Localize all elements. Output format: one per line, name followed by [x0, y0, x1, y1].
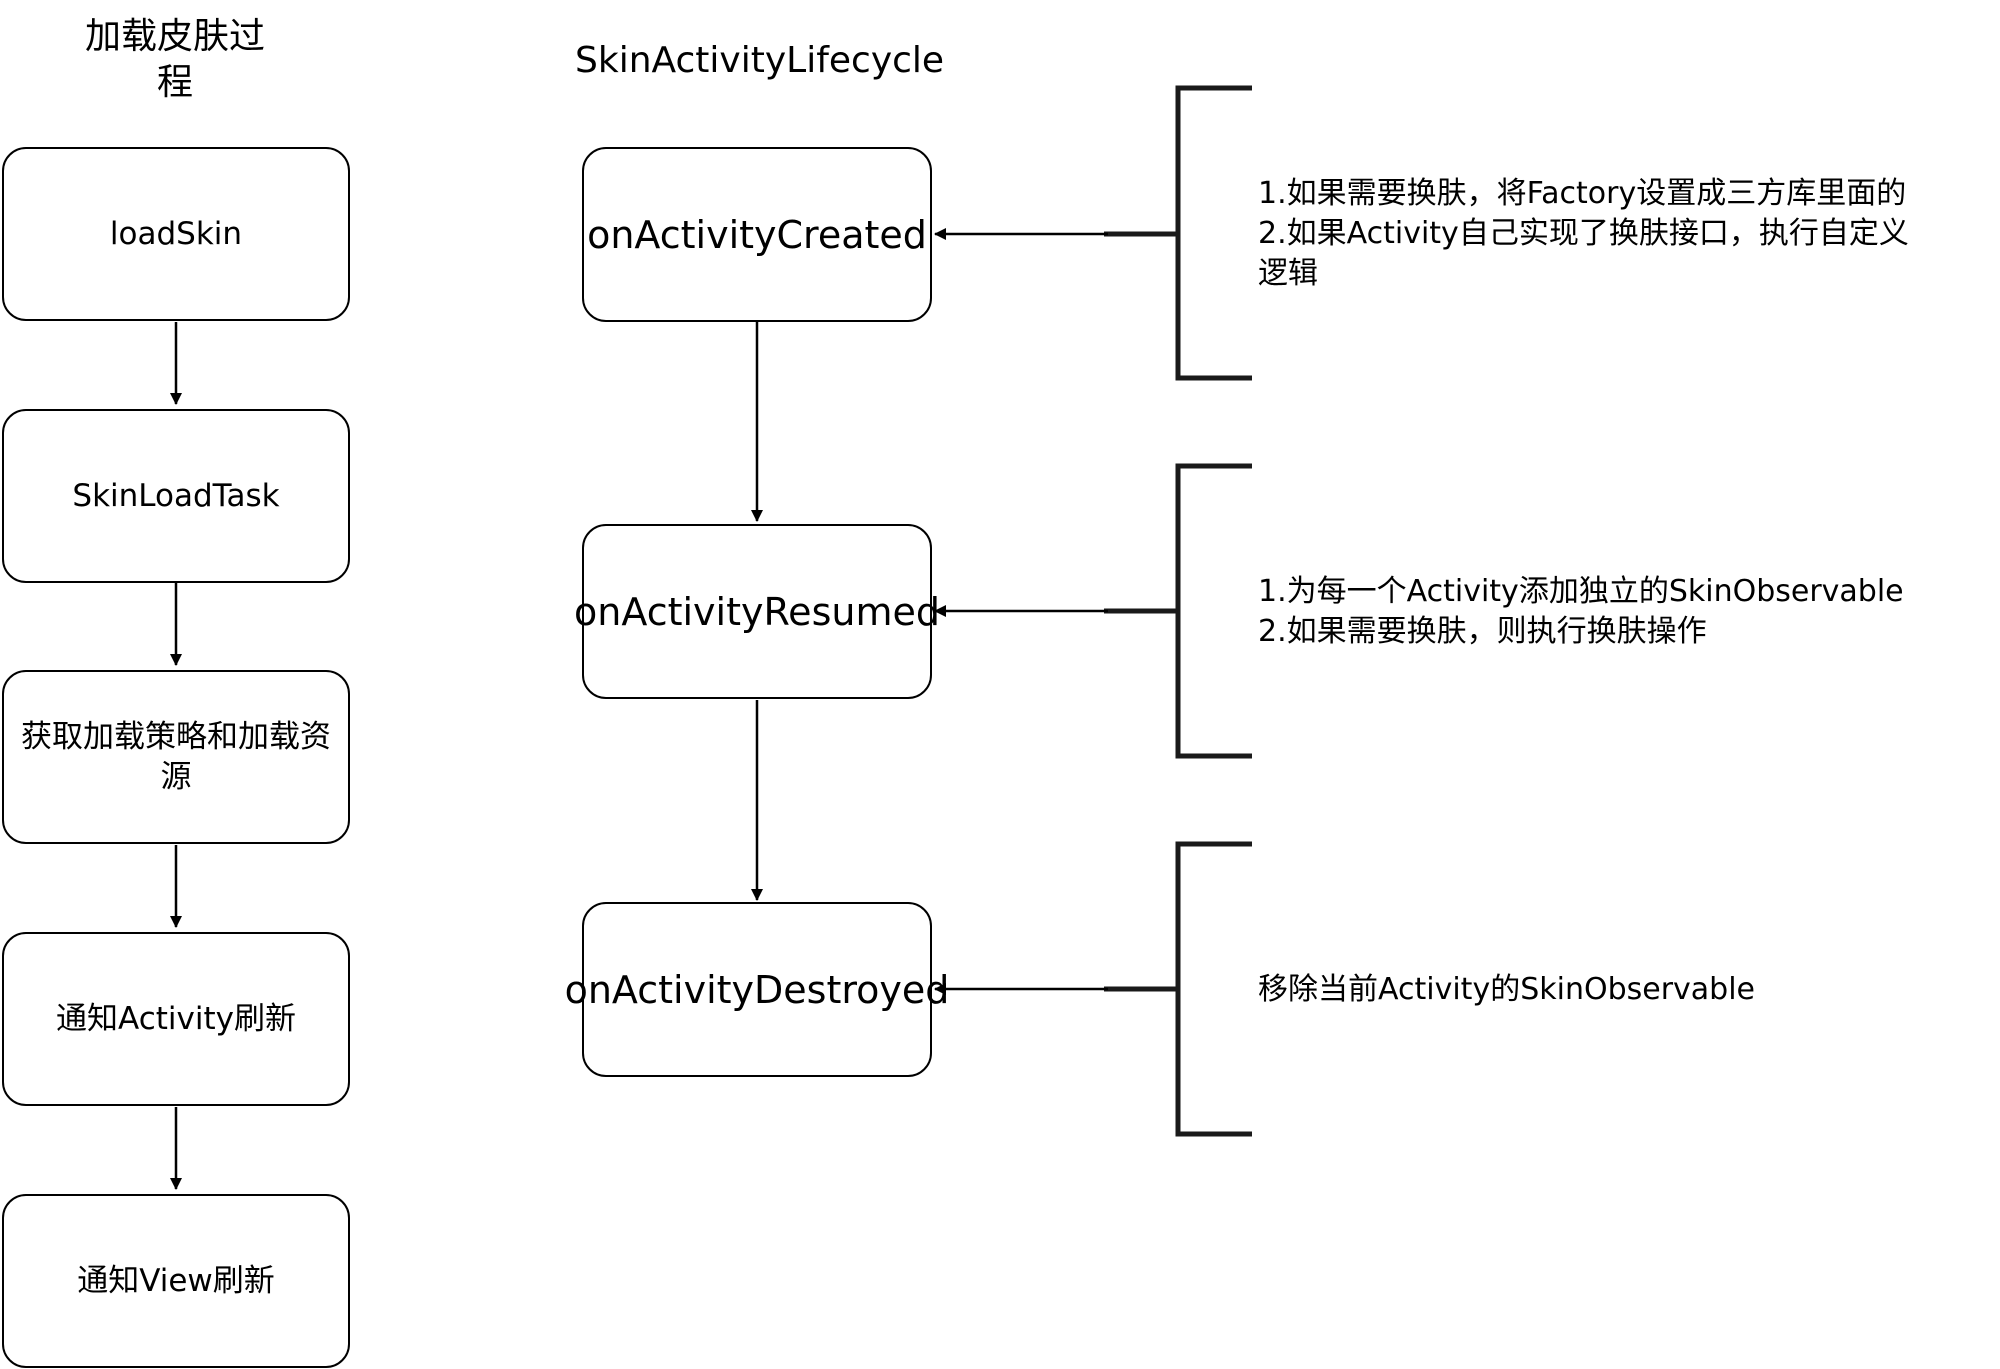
left-flow-title: 加载皮肤过程 [84, 16, 265, 103]
node-on-activity-destroyed: onActivityDestroyed [565, 902, 949, 1077]
note-line: 1.如果需要换肤，将Factory设置成三方库里面的 [1258, 176, 1907, 211]
node-notify-view: 通知View刷新 [2, 1194, 350, 1368]
node-label: 通知View刷新 [77, 1263, 275, 1299]
node-on-activity-resumed: onActivityResumed [574, 524, 940, 699]
node-label: loadSkin [109, 216, 243, 252]
node-notify-activity: 通知Activity刷新 [2, 932, 350, 1106]
node-label: onActivityDestroyed [564, 967, 950, 1012]
node-label: onActivityCreated [587, 212, 927, 257]
note-line: 2.如果需要换肤，则执行换肤操作 [1258, 614, 1707, 649]
note-destroyed: 移除当前Activity的SkinObservable [1258, 970, 1755, 1010]
right-flow-title: SkinActivityLifecycle [575, 40, 945, 81]
note-created: 1.如果需要换肤，将Factory设置成三方库里面的 2.如果Activity自… [1258, 174, 1909, 294]
node-loadskin: loadSkin [2, 147, 350, 321]
note-line: 2.如果Activity自己实现了换肤接口，执行自定义 [1258, 216, 1909, 251]
node-label: SkinLoadTask [72, 478, 280, 514]
bracket-resumed-note [1104, 463, 1252, 759]
bracket-created-note [1104, 85, 1252, 381]
note-line: 逻辑 [1258, 256, 1318, 291]
note-line: 1.为每一个Activity添加独立的SkinObservable [1258, 574, 1904, 609]
node-load-strategy: 获取加载策略和加载资源 [2, 670, 350, 844]
node-skinloadtask: SkinLoadTask [2, 409, 350, 583]
note-line: 移除当前Activity的SkinObservable [1258, 972, 1756, 1007]
node-label: 通知Activity刷新 [56, 1001, 296, 1037]
node-label: 获取加载策略和加载资源 [21, 719, 331, 795]
bracket-destroyed-note [1104, 841, 1252, 1137]
note-resumed: 1.为每一个Activity添加独立的SkinObservable 2.如果需要… [1258, 572, 1904, 652]
node-on-activity-created: onActivityCreated [582, 147, 932, 322]
node-label: onActivityResumed [574, 589, 940, 634]
